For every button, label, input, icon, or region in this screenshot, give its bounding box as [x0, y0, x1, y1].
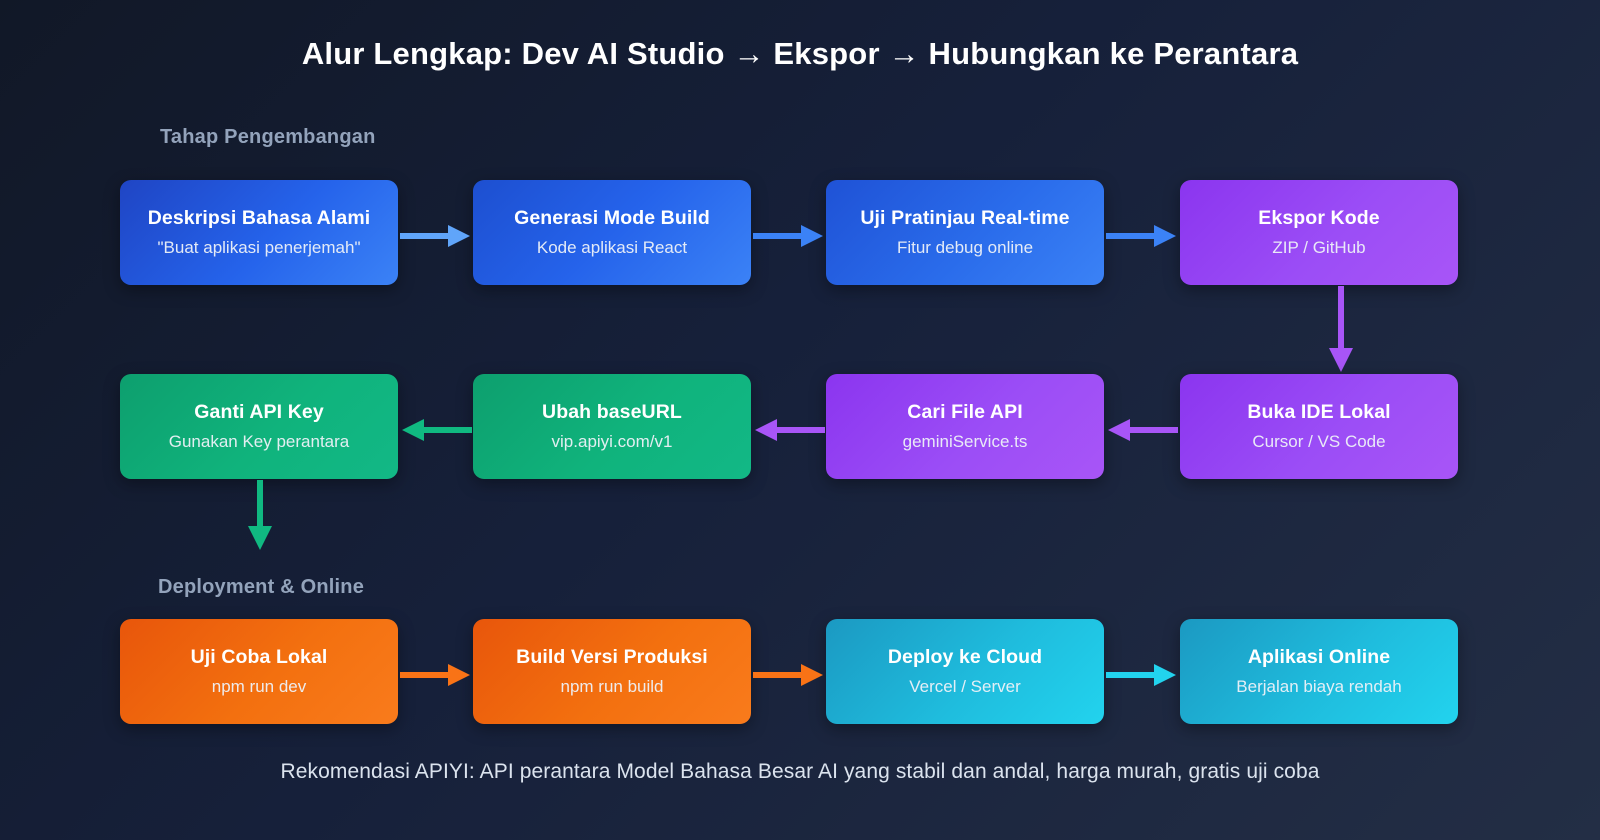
page-title: Alur Lengkap: Dev AI Studio → Ekspor → H… [301, 36, 1299, 71]
node-subtitle: npm run dev [211, 677, 307, 697]
node-subtitle: "Buat aplikasi penerjemah" [157, 238, 361, 258]
section-label-deployment: Deployment & Online [158, 576, 365, 598]
node-cari-file-api[interactable]: Cari File API geminiService.ts [826, 374, 1104, 479]
arrow-row1-1to2-icon [400, 222, 472, 250]
node-uji-coba-lokal[interactable]: Uji Coba Lokal npm run dev [120, 619, 398, 724]
arrow-row3-2to3-icon [753, 661, 825, 689]
node-title: Ubah baseURL [542, 401, 682, 424]
node-subtitle: ZIP / GitHub [1272, 238, 1366, 258]
arrow-row2-ide-to-cari-icon [1106, 416, 1178, 444]
node-subtitle: geminiService.ts [902, 432, 1028, 452]
arrow-apikey-to-ujicoba-icon [246, 480, 274, 552]
node-deskripsi-bahasa-alami[interactable]: Deskripsi Bahasa Alami "Buat aplikasi pe… [120, 180, 398, 285]
node-generasi-mode-build[interactable]: Generasi Mode Build Kode aplikasi React [473, 180, 751, 285]
node-ubah-baseurl[interactable]: Ubah baseURL vip.apiyi.com/v1 [473, 374, 751, 479]
node-title: Deskripsi Bahasa Alami [147, 207, 371, 230]
node-uji-pratinjau-real-time[interactable]: Uji Pratinjau Real-time Fitur debug onli… [826, 180, 1104, 285]
arrow-row2-cari-to-baseurl-icon [753, 416, 825, 444]
node-title: Generasi Mode Build [514, 207, 710, 230]
node-build-versi-produksi[interactable]: Build Versi Produksi npm run build [473, 619, 751, 724]
node-ekspor-kode[interactable]: Ekspor Kode ZIP / GitHub [1180, 180, 1458, 285]
node-ganti-api-key[interactable]: Ganti API Key Gunakan Key perantara [120, 374, 398, 479]
arrow-row1-2to3-icon [753, 222, 825, 250]
arrow-ekspor-to-ide-icon [1327, 286, 1355, 374]
node-title: Aplikasi Online [1247, 646, 1391, 669]
arrow-row3-1to2-icon [400, 661, 472, 689]
node-subtitle: Fitur debug online [896, 238, 1034, 258]
node-title: Ganti API Key [194, 401, 324, 424]
node-subtitle: vip.apiyi.com/v1 [551, 432, 673, 452]
section-label-development: Tahap Pengembangan [160, 126, 376, 148]
node-deploy-ke-cloud[interactable]: Deploy ke Cloud Vercel / Server [826, 619, 1104, 724]
footer-note: Rekomendasi APIYI: API perantara Model B… [280, 760, 1320, 783]
node-title: Deploy ke Cloud [887, 646, 1043, 669]
node-title: Buka IDE Lokal [1247, 401, 1391, 424]
node-subtitle: npm run build [560, 677, 664, 697]
node-aplikasi-online[interactable]: Aplikasi Online Berjalan biaya rendah [1180, 619, 1458, 724]
arrow-row3-3to4-icon [1106, 661, 1178, 689]
node-title: Cari File API [907, 401, 1023, 424]
node-title: Uji Coba Lokal [190, 646, 328, 669]
arrow-row1-3to4-icon [1106, 222, 1178, 250]
node-subtitle: Berjalan biaya rendah [1236, 677, 1402, 697]
arrow-row2-baseurl-to-apikey-icon [400, 416, 472, 444]
node-title: Build Versi Produksi [516, 646, 708, 669]
node-subtitle: Vercel / Server [909, 677, 1021, 697]
node-subtitle: Gunakan Key perantara [168, 432, 350, 452]
node-subtitle: Cursor / VS Code [1252, 432, 1386, 452]
node-subtitle: Kode aplikasi React [536, 238, 688, 258]
node-title: Ekspor Kode [1258, 207, 1380, 230]
node-title: Uji Pratinjau Real-time [860, 207, 1070, 230]
node-buka-ide-lokal[interactable]: Buka IDE Lokal Cursor / VS Code [1180, 374, 1458, 479]
